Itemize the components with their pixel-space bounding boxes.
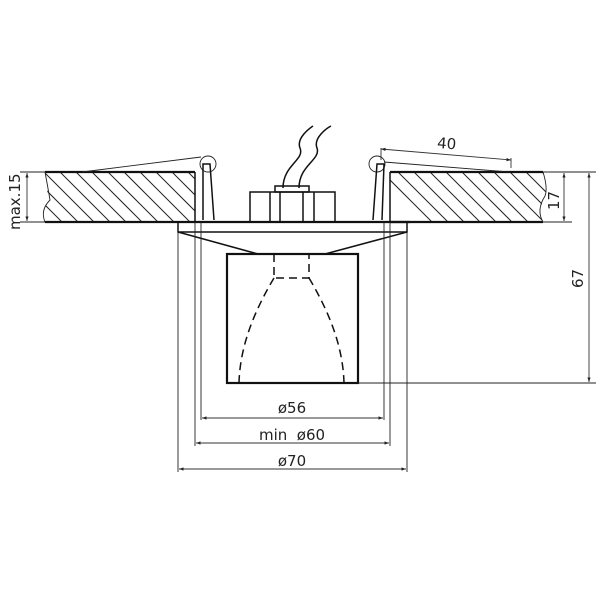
dim-56: ø56	[202, 399, 383, 420]
dim-60: min ø60	[196, 426, 389, 445]
spring-clip-left	[81, 155, 217, 221]
dim-70: ø70	[179, 452, 406, 471]
dim-label-67: 67	[569, 269, 587, 288]
extension-lines	[20, 171, 596, 472]
dim-label-max15: max.15	[6, 173, 24, 230]
spring-clip-right	[368, 155, 511, 221]
ceiling-right	[389, 170, 547, 224]
dim-label-60: min ø60	[259, 426, 325, 444]
dim-label-17: 17	[545, 191, 563, 210]
dim-17: 17	[545, 173, 566, 221]
dim-label-40: 40	[436, 134, 457, 154]
dim-label-70: ø70	[278, 452, 306, 470]
dim-label-56: ø56	[278, 399, 306, 417]
terminal-block	[249, 125, 336, 223]
dim-67: 67	[569, 173, 591, 382]
reflector	[238, 254, 345, 384]
flange	[177, 221, 408, 255]
dim-max15: max.15	[6, 173, 29, 230]
ceiling-left	[42, 170, 410, 224]
glass-cube	[225, 252, 360, 385]
dim-40: 40	[380, 134, 512, 168]
